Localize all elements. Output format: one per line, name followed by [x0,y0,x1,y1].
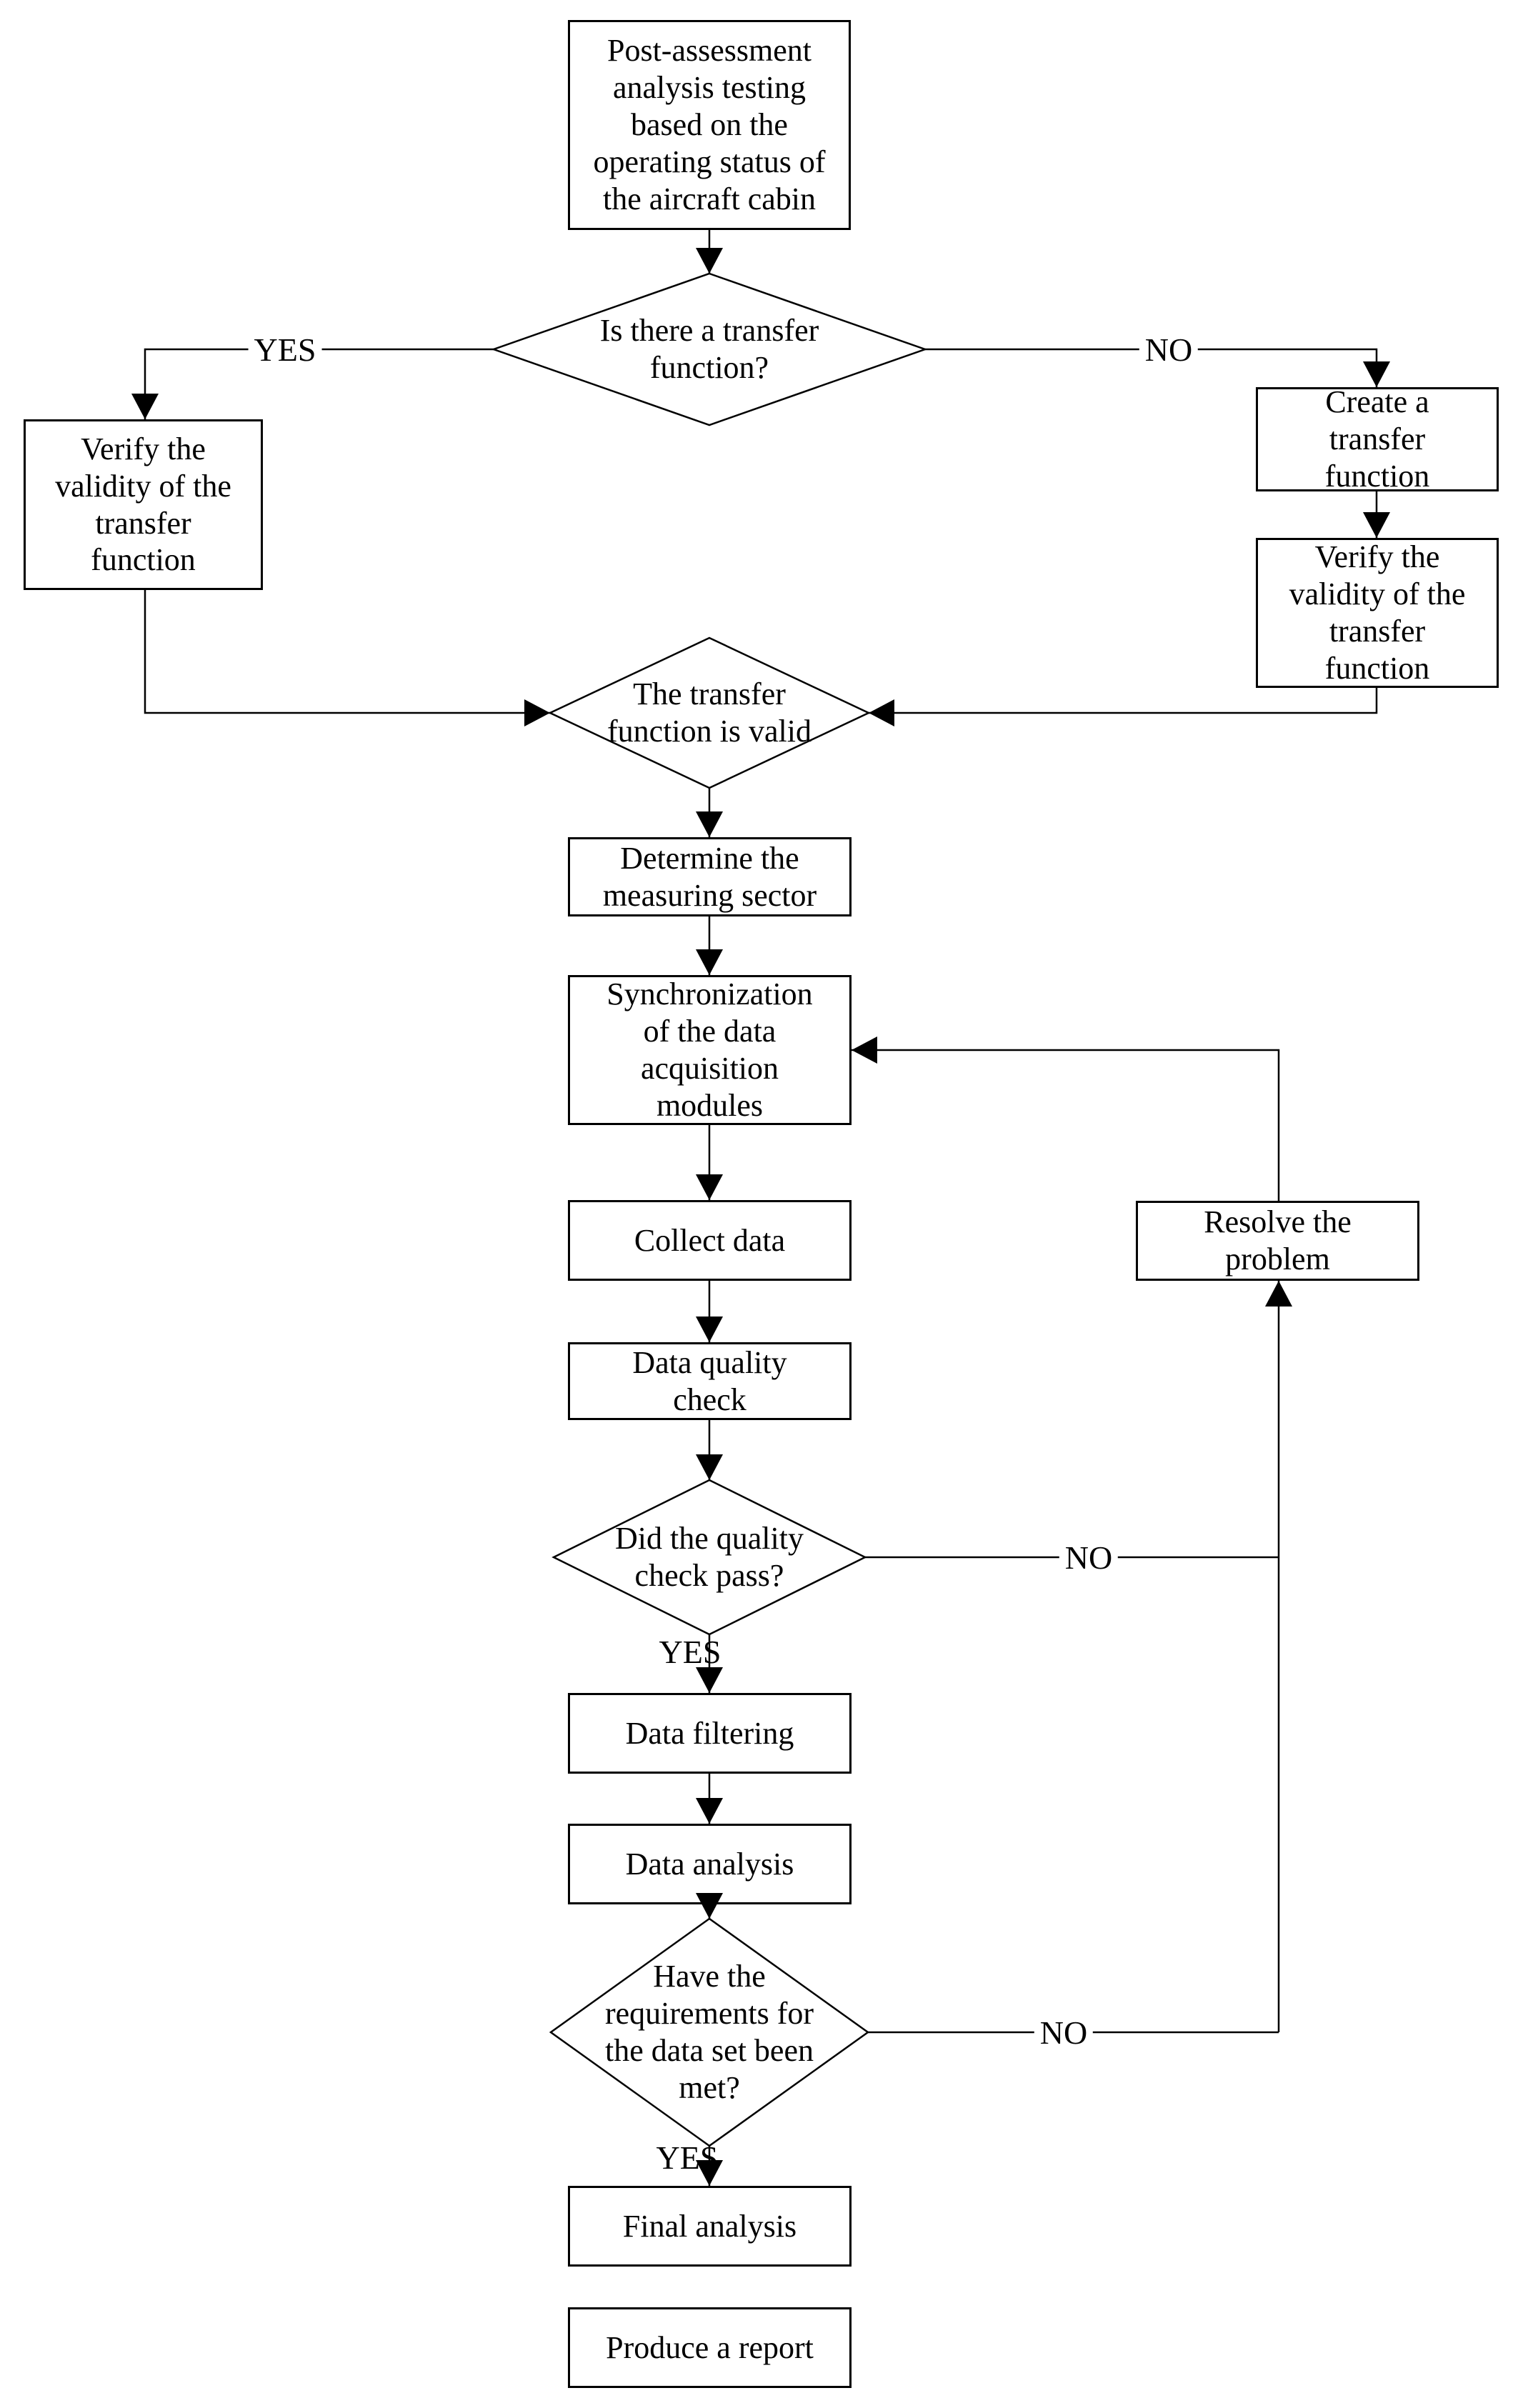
process-final-analysis: Final analysis [568,2186,852,2267]
branch-label-yes-quality: YES [659,1633,721,1670]
process-data-filtering: Data filtering [568,1693,852,1774]
arrowhead-down-icon [696,811,723,837]
branch-label-no-quality: NO [1059,1540,1119,1576]
process-produce-report: Produce a report [568,2307,852,2388]
edges [144,230,1378,2186]
decision-is-transfer-shape [491,272,928,426]
edge-resolve-to-sync [852,1049,1280,1201]
arrowhead-down-icon [131,394,159,419]
arrowhead-down-icon [696,2160,723,2186]
edge-verify-right-to-valid [869,688,1378,714]
process-sync-modules: Synchronization of the data acquisition … [568,975,852,1125]
arrowhead-down-icon [696,1893,723,1919]
arrowhead-down-icon [1363,512,1390,538]
decision-transfer-valid-shape [548,636,871,789]
arrowhead-left-icon [852,1036,877,1064]
arrowheads [131,248,1390,2186]
process-resolve-problem: Resolve the problem [1136,1201,1419,1281]
process-verify-transfer-left: Verify the validity of the transfer func… [24,419,263,590]
process-start: Post-assessment analysis testing based o… [568,20,851,230]
process-quality-check: Data quality check [568,1342,852,1420]
arrowhead-down-icon [696,1798,723,1824]
decision-quality-pass-shape [551,1479,867,1636]
process-verify-transfer-right: Verify the validity of the transfer func… [1256,538,1499,688]
branch-label-no-requirements: NO [1034,2015,1094,2051]
branch-label-yes-requirements: YES [656,2139,719,2176]
decision-requirements-met-shape [549,1917,870,2147]
arrowhead-down-icon [696,1317,723,1342]
branch-label-no-transfer: NO [1139,332,1199,368]
process-determine-sector: Determine the measuring sector [568,837,852,916]
arrowhead-down-icon [696,949,723,975]
arrowhead-down-icon [696,1174,723,1200]
branch-label-yes-transfer: YES [248,332,322,368]
arrowhead-down-icon [1363,361,1390,387]
arrowhead-down-icon [696,1454,723,1480]
decisions [491,272,928,2147]
process-collect-data: Collect data [568,1200,852,1281]
process-create-transfer: Create a transfer function [1256,384,1499,494]
edge-verify-left-to-valid [144,590,550,714]
arrowhead-down-icon [696,1667,723,1693]
arrowhead-down-icon [696,248,723,274]
arrowhead-right-icon [524,699,550,726]
arrowhead-up-icon [1265,1281,1292,1307]
arrowhead-left-icon [869,699,894,726]
